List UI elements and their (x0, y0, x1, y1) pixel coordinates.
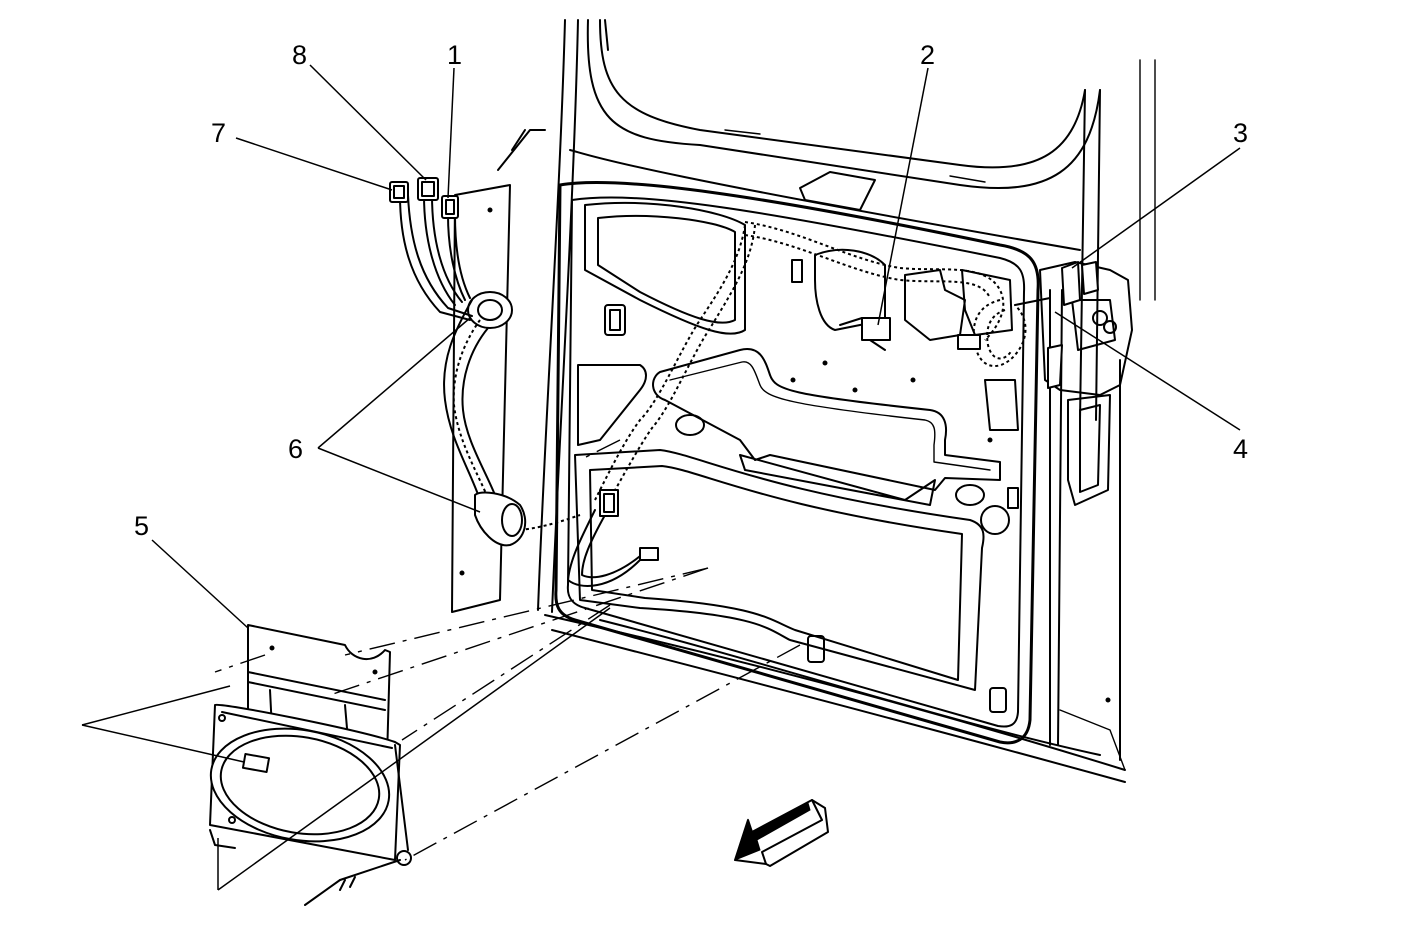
wiring-harness (519, 221, 1051, 587)
callout-2: 2 (920, 40, 935, 70)
alignment-lines (214, 439, 801, 861)
callout-5: 5 (134, 511, 149, 541)
leader-lines (81, 64, 1241, 891)
callout-1: 1 (447, 40, 462, 70)
harness-grommet-and-conduit (443, 291, 527, 547)
speaker-assembly (209, 624, 412, 906)
door-inner-panel (459, 181, 1111, 745)
door-latch-assembly (1039, 261, 1133, 746)
door-outer-frame (451, 19, 1156, 783)
harness-connectors (389, 177, 473, 321)
callout-7: 7 (211, 118, 226, 148)
callout-8: 8 (292, 40, 307, 70)
forward-arrow-icon (734, 799, 829, 867)
callout-labels: 1 2 3 4 5 6 7 8 (134, 40, 1248, 541)
callout-4: 4 (1233, 434, 1248, 464)
callout-6: 6 (288, 434, 303, 464)
callout-3: 3 (1233, 118, 1248, 148)
